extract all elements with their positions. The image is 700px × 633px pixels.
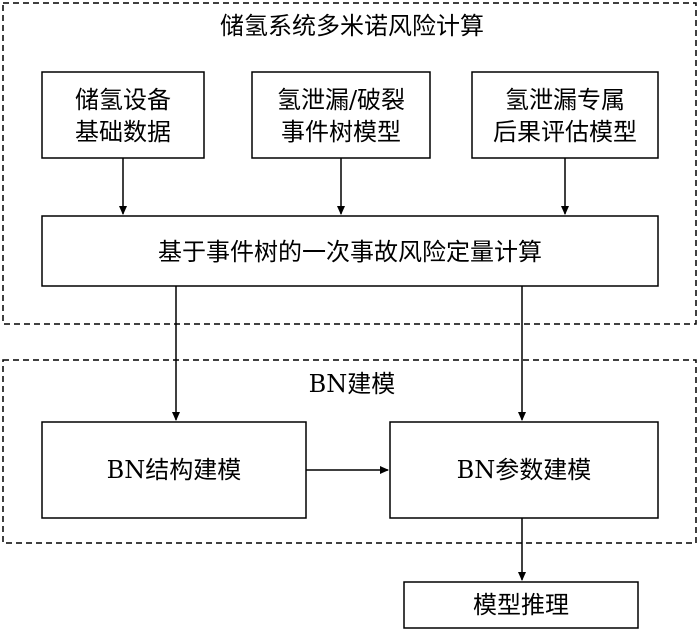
node-event-tree-line1: 氢泄漏/破裂 <box>277 86 405 114</box>
node-inference <box>403 581 639 629</box>
node-bn-structure <box>41 421 307 519</box>
node-bn-params <box>389 421 659 519</box>
node-storage-data-line1: 储氢设备 <box>75 86 171 114</box>
node-primary-risk <box>41 215 659 287</box>
node-inference-label: 模型推理 <box>473 591 569 619</box>
group-domino-risk-title: 储氢系统多米诺风险计算 <box>220 12 484 40</box>
node-consequence-line1: 氢泄漏专属 <box>505 86 625 114</box>
node-bn-params-label: BN参数建模 <box>457 456 592 484</box>
node-storage-data <box>41 71 205 159</box>
node-bn-structure-label: BN结构建模 <box>107 456 242 484</box>
node-event-tree-line2: 事件树模型 <box>281 118 401 146</box>
group-bn-modeling <box>2 359 697 544</box>
node-consequence-line2: 后果评估模型 <box>493 118 637 146</box>
node-primary-risk-label: 基于事件树的一次事故风险定量计算 <box>158 238 542 266</box>
group-bn-modeling-title: BN建模 <box>309 370 396 398</box>
node-storage-data-line2: 基础数据 <box>75 118 171 146</box>
node-event-tree <box>251 71 431 159</box>
group-domino-risk <box>2 2 697 325</box>
